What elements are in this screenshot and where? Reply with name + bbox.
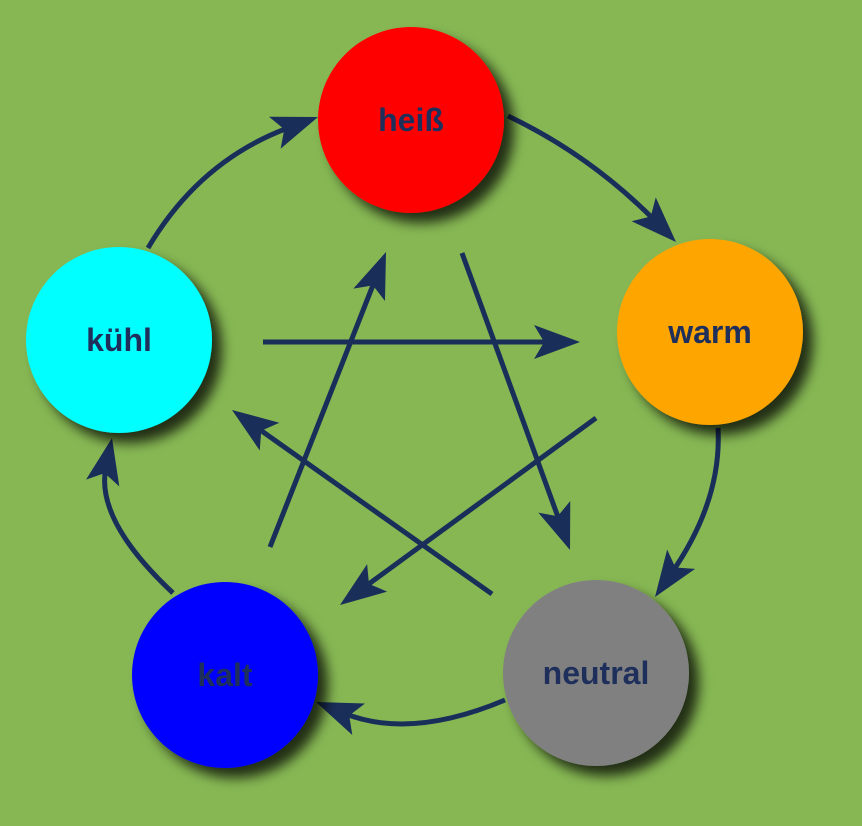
- star-edge-heiss-neutral: [459, 252, 571, 550]
- node-warm-label: warm: [667, 314, 752, 350]
- cycle-edge-neutral-kalt: [316, 697, 506, 736]
- cycle-edge-arrowhead: [631, 197, 676, 242]
- node-heiss-label: heiß: [378, 102, 444, 138]
- node-kuehl-circle: [26, 247, 212, 433]
- node-neutral-circle: [503, 580, 689, 766]
- node-warm[interactable]: warm: [617, 239, 803, 425]
- cycle-edge-arrowhead: [316, 702, 366, 736]
- node-kuehl-label: kühl: [86, 322, 152, 358]
- cycle-edge-warm-neutral: [655, 427, 721, 597]
- cycle-edge-kuehl-heiss: [145, 116, 318, 250]
- cycle-edge-line: [102, 466, 175, 595]
- cycle-edge-arrowhead: [86, 438, 120, 487]
- node-heiss[interactable]: heiß: [318, 27, 504, 213]
- edges-layer: [86, 113, 721, 736]
- star-edge-line: [255, 425, 494, 597]
- cycle-edge-arrowhead: [655, 549, 696, 597]
- node-kalt-label: kalt: [197, 657, 252, 693]
- cycle-edge-kalt-kuehl: [86, 438, 175, 595]
- node-kalt[interactable]: kalt: [132, 582, 318, 768]
- star-edge-neutral-kuehl: [232, 410, 494, 597]
- star-edge-arrowhead: [232, 410, 280, 451]
- node-heiss-circle: [318, 27, 504, 213]
- star-edge-arrowhead: [534, 325, 580, 359]
- star-edge-kalt-heiss: [267, 252, 386, 548]
- node-neutral[interactable]: neutral: [503, 580, 689, 766]
- star-edge-arrowhead: [538, 500, 571, 550]
- cycle-edge-arrowhead: [268, 116, 318, 149]
- cycle-edge-heiss-warm: [506, 113, 676, 242]
- star-edge-warm-kalt: [340, 415, 598, 605]
- node-kuehl[interactable]: kühl: [26, 247, 212, 433]
- node-neutral-label: neutral: [543, 655, 650, 691]
- node-warm-circle: [617, 239, 803, 425]
- cycle-edge-line: [342, 697, 506, 727]
- cycle-edge-line: [669, 427, 721, 574]
- star-edge-kuehl-warm: [263, 325, 580, 359]
- star-edge-line: [459, 252, 563, 523]
- cycle-edge-line: [145, 124, 291, 250]
- star-edge-line: [267, 279, 378, 548]
- star-edge-arrowhead: [353, 252, 386, 302]
- star-edge-line: [362, 415, 598, 590]
- star-edge-arrowhead: [340, 564, 388, 605]
- cycle-edge-line: [506, 113, 657, 223]
- node-kalt-circle: [132, 582, 318, 768]
